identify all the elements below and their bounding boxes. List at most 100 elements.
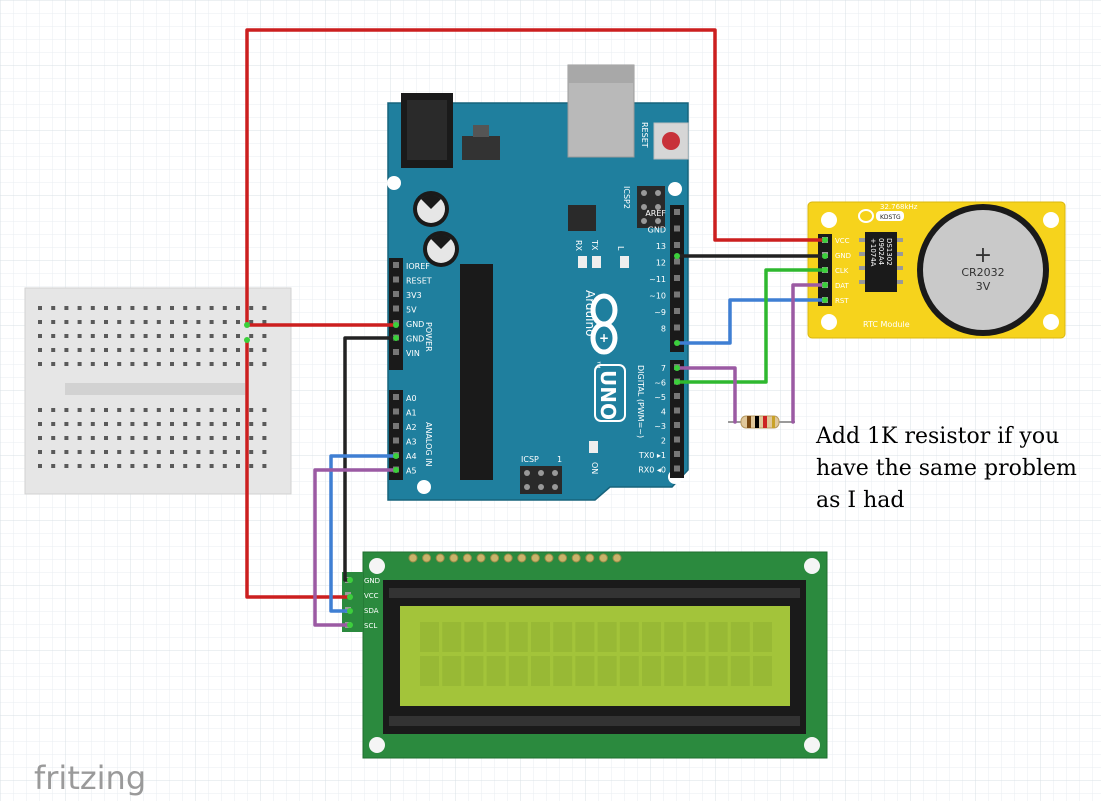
annotation-line-2: have the same problem bbox=[816, 456, 1077, 481]
wire-blue-sda bbox=[329, 454, 398, 613]
digital-pin-label: ~3 bbox=[654, 422, 666, 431]
on-label: ON bbox=[590, 462, 599, 474]
digital-pin-label: TX0 ▸1 bbox=[638, 451, 666, 460]
digital-pin-label: RX0 ◂0 bbox=[638, 466, 666, 475]
breadboard bbox=[24, 287, 292, 495]
l-led bbox=[620, 256, 629, 268]
digital-pin-label: 8 bbox=[661, 325, 666, 334]
digital-pin-label: ~11 bbox=[649, 275, 666, 284]
power-header bbox=[389, 258, 403, 370]
digital-pin-label: GND bbox=[648, 226, 666, 235]
reset-label: RESET bbox=[640, 122, 649, 148]
resistor-1k bbox=[728, 415, 795, 429]
arduino-brand: Arduino bbox=[583, 290, 597, 336]
digital-section-label: DIGITAL (PWM=~) bbox=[636, 365, 645, 438]
crystal-icon bbox=[858, 209, 874, 223]
svg-text:+: + bbox=[599, 331, 609, 345]
battery-voltage: 3V bbox=[976, 280, 991, 293]
arduino-uno-board: RESET ICSP2 TX RX L + Arduino ™ bbox=[387, 64, 689, 501]
power-pin-label: 3V3 bbox=[406, 291, 422, 300]
wire-red-rtc-vcc bbox=[245, 28, 827, 327]
digital-pin-label: 2 bbox=[661, 437, 666, 446]
analog-pin-label: A3 bbox=[406, 438, 417, 447]
icsp-label: ICSP bbox=[521, 455, 539, 464]
battery-plus-symbol: + bbox=[974, 243, 992, 268]
mounting-hole bbox=[821, 212, 837, 228]
digital-pin-label: ~9 bbox=[654, 308, 666, 317]
voltage-regulator bbox=[462, 136, 500, 160]
wire-green-clk bbox=[675, 268, 827, 384]
lcd-pin-label: SDA bbox=[364, 607, 379, 615]
annotation-line-3: as I had bbox=[816, 488, 904, 513]
on-led bbox=[589, 441, 598, 453]
wire-purple-dat bbox=[675, 366, 737, 424]
tx-led bbox=[592, 256, 601, 268]
mounting-hole bbox=[1043, 212, 1059, 228]
power-section-label: POWER bbox=[424, 322, 433, 352]
tx-label: TX bbox=[590, 239, 599, 251]
reset-button-cap bbox=[662, 132, 680, 150]
digital-pin-label: 13 bbox=[656, 242, 666, 251]
power-pin-label: RESET bbox=[406, 277, 432, 286]
atmega-chip bbox=[460, 264, 493, 480]
mounting-hole bbox=[369, 737, 385, 753]
analog-pin-label: A5 bbox=[406, 467, 417, 476]
annotation-line-1: Add 1K resistor if you bbox=[815, 424, 1059, 449]
lcd-pin-label: VCC bbox=[364, 592, 379, 600]
mounting-hole bbox=[804, 558, 820, 574]
fritzing-watermark: fritzing bbox=[34, 759, 146, 797]
cr2032-battery bbox=[923, 210, 1043, 330]
lcd-character-cells bbox=[420, 622, 772, 686]
trademark-symbol: ™ bbox=[590, 360, 601, 370]
uno-text: UNO bbox=[596, 370, 620, 420]
digital-pin-label: ~6 bbox=[654, 379, 666, 388]
wire-purple-dat-2 bbox=[791, 283, 827, 424]
power-pin-label: GND bbox=[406, 335, 424, 344]
rx-label: RX bbox=[574, 240, 583, 252]
digital-pin-label: 12 bbox=[656, 259, 666, 268]
usb-chip bbox=[568, 205, 596, 231]
battery-model: CR2032 bbox=[961, 266, 1004, 279]
mounting-hole bbox=[369, 558, 385, 574]
analog-pin-label: A4 bbox=[406, 452, 417, 461]
crystal-part: KDSTG bbox=[880, 214, 901, 221]
l-led-label: L bbox=[616, 246, 625, 251]
wires bbox=[245, 28, 827, 627]
breadboard-center-channel bbox=[65, 383, 245, 395]
wire-endpoints bbox=[244, 237, 828, 628]
analog-section-label: ANALOG IN bbox=[424, 422, 433, 467]
rtc-pin-label: RST bbox=[835, 297, 849, 305]
wire-blue-rst bbox=[675, 298, 827, 345]
mounting-hole bbox=[1043, 314, 1059, 330]
mounting-hole bbox=[387, 176, 401, 190]
chip-text-1: DS1302 bbox=[885, 238, 893, 266]
mounting-hole bbox=[821, 314, 837, 330]
digital-pin-label: ~5 bbox=[654, 393, 666, 402]
rtc-module-label: RTC Module bbox=[863, 320, 910, 329]
power-pin-label: VIN bbox=[406, 349, 420, 358]
icsp-pin1-label: 1 bbox=[557, 455, 562, 464]
lcd-top-pins bbox=[408, 553, 622, 563]
rtc-module: KDSTG 32.768kHz DS1302 0902A4 +1074A + C… bbox=[807, 201, 1066, 339]
arduino-logo: + bbox=[590, 293, 618, 355]
mounting-hole bbox=[804, 737, 820, 753]
digital-pin-label: 4 bbox=[661, 408, 666, 417]
rtc-pin-label: CLK bbox=[835, 267, 849, 275]
power-pin-label: GND bbox=[406, 320, 424, 329]
rtc-pin-label: GND bbox=[835, 252, 851, 260]
rx-led bbox=[578, 256, 587, 268]
power-pin-label: 5V bbox=[406, 306, 417, 315]
mounting-hole bbox=[417, 480, 431, 494]
ds1302-chip bbox=[865, 232, 897, 292]
wire-purple-scl bbox=[313, 468, 398, 627]
digital-pin-label: AREF bbox=[645, 209, 666, 218]
analog-pin-label: A2 bbox=[406, 423, 417, 432]
uno-logo: UNO bbox=[594, 364, 626, 422]
icsp2-label: ICSP2 bbox=[622, 186, 631, 209]
chip-text-3: +1074A bbox=[869, 238, 877, 267]
crystal bbox=[876, 211, 904, 221]
lcd-i2c-tab bbox=[342, 572, 363, 632]
